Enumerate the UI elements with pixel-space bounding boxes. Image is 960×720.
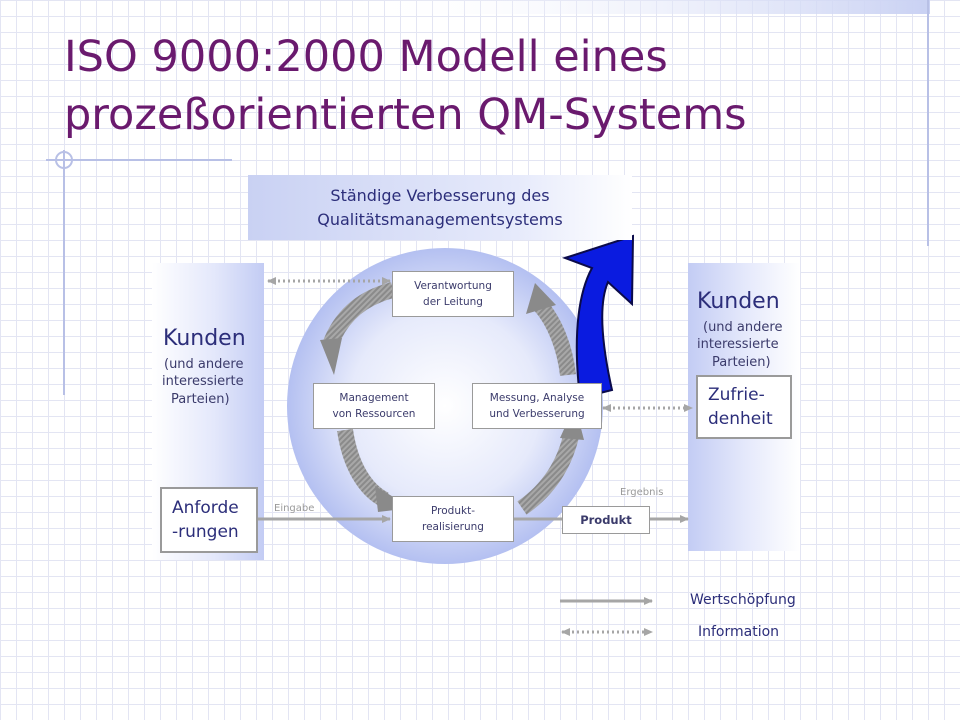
output-label: Ergebnis [620, 487, 664, 498]
cycle-arrowhead-top-right [526, 283, 556, 314]
resources-line2: von Ressourcen [332, 408, 416, 420]
cycle-arrowhead-top-left [320, 338, 342, 375]
improvement-line2: Qualitätsmanagementsystems [317, 209, 563, 229]
left-customers-sub3: Parteien) [171, 392, 230, 407]
right-customers-sub2: interessierte [697, 337, 779, 352]
requirements-line1: Anforde [172, 498, 239, 518]
legend-information-label: Information [698, 624, 780, 640]
improvement-banner: Ständige Verbesserung des Qualitätsmanag… [248, 175, 632, 240]
product-label: Produkt [580, 513, 632, 527]
satisfaction-line2: denheit [708, 409, 773, 429]
header-accent-bar [352, 0, 930, 14]
resources-box: Management von Ressourcen [313, 383, 435, 429]
measurement-box: Messung, Analyse und Verbesserung [472, 383, 602, 429]
cycle-arrow-bottom-right [517, 430, 580, 515]
product-box: Produkt [562, 506, 650, 534]
responsibility-box: Verantwortung der Leitung [392, 271, 514, 317]
right-customers-sub1: (und andere [703, 320, 783, 335]
realization-line1: Produkt- [431, 505, 475, 517]
right-customers-sub3: Parteien) [712, 355, 771, 370]
cycle-arrow-top-right [533, 299, 576, 377]
slide-title: ISO 9000:2000 Modell eines prozeßorienti… [64, 28, 924, 144]
satisfaction-box: Zufrie- denheit [696, 375, 792, 439]
responsibility-line2: der Leitung [423, 296, 483, 308]
requirements-box: Anforde -rungen [160, 487, 258, 553]
requirements-line2: -rungen [172, 522, 239, 542]
measurement-line2: und Verbesserung [489, 408, 585, 420]
satisfaction-line1: Zufrie- [708, 385, 765, 405]
legend-value-creation-label: Wertschöpfung [690, 592, 796, 608]
improvement-line1: Ständige Verbesserung des [330, 185, 550, 205]
cycle-arrow-top-left [322, 282, 396, 349]
left-customers-sub2: interessierte [162, 374, 244, 389]
right-customers-title: Kunden [697, 289, 780, 314]
input-label: Eingabe [274, 503, 315, 514]
left-customers-sub1: (und andere [164, 357, 244, 372]
realization-box: Produkt- realisierung [392, 496, 514, 542]
left-customers-title: Kunden [163, 326, 246, 351]
title-underline-ornament [55, 151, 73, 169]
resources-line1: Management [339, 392, 409, 404]
slide-title-line1: ISO 9000:2000 Modell eines [64, 32, 668, 82]
responsibility-line1: Verantwortung [414, 280, 492, 292]
slide-title-line2: prozeßorientierten QM-Systems [64, 90, 747, 140]
measurement-line1: Messung, Analyse [489, 392, 585, 404]
realization-line2: realisierung [422, 521, 484, 533]
improvement-arrow [561, 234, 635, 400]
